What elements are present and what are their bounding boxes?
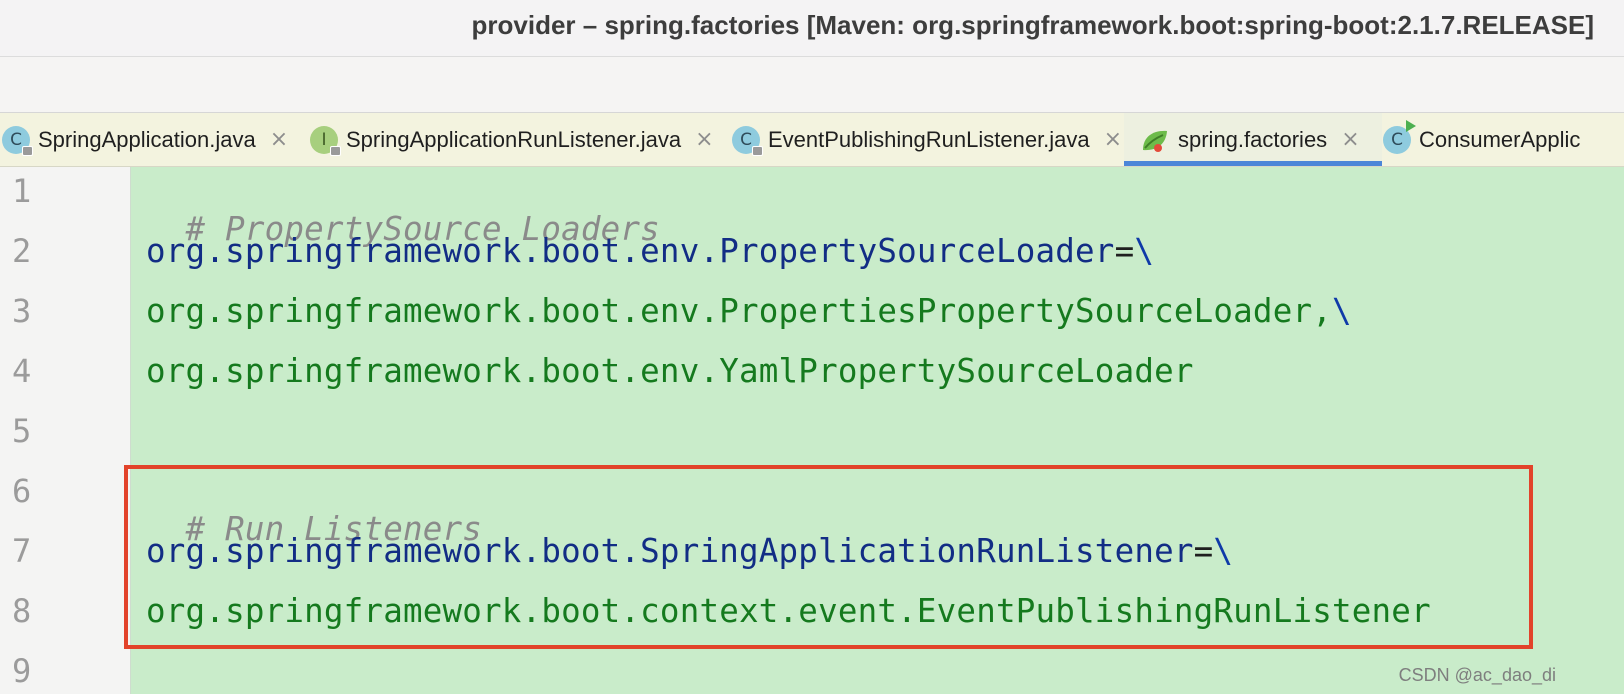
tab-springapplicationrunlistener-java[interactable]: I SpringApplicationRunListener.java × — [310, 113, 714, 166]
toolbar — [0, 57, 1624, 113]
line-continuation: \ — [1134, 232, 1155, 270]
property-value: org.springframework.boot.context.event.E… — [146, 592, 1431, 630]
property-key: org.springframework.boot.env.PropertySou… — [146, 232, 1115, 270]
line-number: 8 — [12, 592, 32, 630]
code-comment: # Run Listeners — [185, 510, 483, 548]
tab-springapplication-java[interactable]: C SpringApplication.java × — [2, 113, 288, 166]
line-number: 7 — [12, 532, 32, 570]
editor-tab-bar: C SpringApplication.java × I SpringAppli… — [0, 113, 1624, 167]
line-number-gutter — [0, 167, 131, 694]
line-number: 2 — [12, 232, 32, 270]
class-icon: C — [732, 125, 763, 156]
equals-sign: = — [1193, 532, 1214, 570]
highlight-annotation-box — [124, 465, 1533, 649]
line-number: 9 — [12, 652, 32, 690]
code-editor[interactable] — [131, 167, 1624, 694]
code-line: org.springframework.boot.SpringApplicati… — [146, 532, 1233, 570]
line-number: 5 — [12, 412, 32, 450]
code-line: # PropertySource Loaders — [146, 172, 660, 248]
watermark: CSDN @ac_dao_di — [1398, 665, 1556, 685]
active-tab-indicator — [1124, 161, 1382, 166]
window-title: provider – spring.factories [Maven: org.… — [471, 10, 1594, 40]
property-value: org.springframework.boot.env.PropertiesP… — [146, 292, 1332, 330]
tab-label: EventPublishingRunListener.java — [768, 126, 1090, 152]
tab-label: SpringApplicationRunListener.java — [346, 126, 682, 152]
close-icon[interactable]: × — [269, 127, 289, 152]
property-value: org.springframework.boot.env.YamlPropert… — [146, 352, 1194, 390]
close-icon[interactable]: × — [1341, 127, 1360, 152]
line-continuation: \ — [1332, 292, 1352, 330]
line-continuation: \ — [1213, 532, 1234, 570]
close-icon[interactable]: × — [1103, 127, 1123, 152]
code-comment: # PropertySource Loaders — [185, 210, 660, 248]
run-class-icon: C — [1383, 119, 1416, 154]
class-icon: C — [2, 125, 33, 156]
tab-spring-factories[interactable]: spring.factories × — [1124, 113, 1382, 166]
tab-label: SpringApplication.java — [38, 126, 256, 152]
code-line: org.springframework.boot.env.YamlPropert… — [146, 352, 1194, 390]
property-key: org.springframework.boot.SpringApplicati… — [146, 532, 1194, 570]
tab-label: ConsumerApplic — [1419, 126, 1581, 152]
code-line: org.springframework.boot.env.PropertySou… — [146, 232, 1154, 270]
code-line: org.springframework.boot.env.PropertiesP… — [146, 292, 1352, 330]
code-line: # Run Listeners — [146, 472, 482, 548]
line-number: 3 — [12, 292, 32, 330]
window-titlebar: provider – spring.factories [Maven: org.… — [0, 0, 1624, 57]
spring-leaf-icon — [1140, 126, 1170, 154]
interface-icon: I — [310, 125, 341, 156]
tab-eventpublishingrunlistener-java[interactable]: C EventPublishingRunListener.java × — [732, 113, 1122, 166]
code-line: org.springframework.boot.context.event.E… — [146, 592, 1431, 630]
line-number: 6 — [12, 472, 32, 510]
tab-label: spring.factories — [1178, 126, 1328, 152]
tab-consumerapplication[interactable]: C ConsumerApplic — [1383, 113, 1580, 166]
close-icon[interactable]: × — [695, 127, 714, 152]
line-number: 1 — [12, 172, 32, 210]
line-number: 4 — [12, 352, 32, 390]
equals-sign: = — [1114, 232, 1135, 270]
